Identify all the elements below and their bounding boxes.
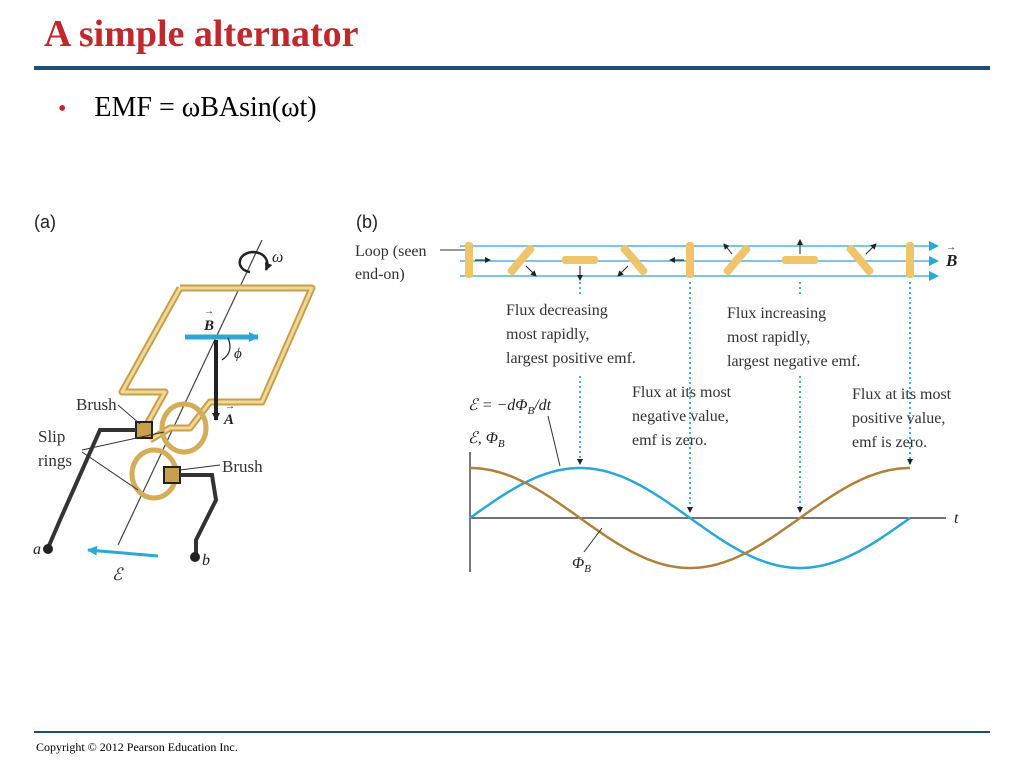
copyright-text: Copyright © 2012 Pearson Education Inc. bbox=[36, 740, 238, 754]
brush-top-leader bbox=[117, 404, 141, 425]
brush-bottom-icon bbox=[163, 466, 181, 484]
loop-pos-8 bbox=[846, 244, 874, 276]
y-axis-label: ℰ, ΦB bbox=[468, 430, 505, 450]
ann-flux-positive-3: emf is zero. bbox=[852, 434, 927, 451]
terminal-a-label: a bbox=[33, 541, 41, 558]
loop-label-line1: Loop (seen bbox=[355, 243, 427, 260]
omega-label: ω bbox=[272, 249, 283, 266]
panel-b-label: (b) bbox=[356, 212, 378, 232]
flux-series-line bbox=[470, 466, 910, 570]
slip-ring-top bbox=[159, 401, 209, 455]
b-field-arrow-icon: → bbox=[946, 242, 956, 253]
wire-b bbox=[180, 473, 219, 556]
wire-a bbox=[46, 428, 136, 549]
phi-leader bbox=[583, 527, 603, 553]
loop-pos-1 bbox=[465, 242, 473, 278]
bullet-item: • EMF = ωBAsin(ωt) bbox=[58, 92, 317, 124]
rotation-arrow-icon bbox=[238, 250, 273, 274]
slip-leader-1 bbox=[81, 431, 165, 451]
phi-angle-arc bbox=[221, 337, 231, 361]
emf-direction-arrow bbox=[87, 545, 159, 558]
ann-flux-decreasing-3: largest positive emf. bbox=[506, 350, 636, 367]
loop-label-line2: end-on) bbox=[355, 266, 405, 283]
bullet-dot-icon: • bbox=[58, 96, 67, 122]
loop-pos-6 bbox=[723, 244, 751, 276]
terminal-b-label: b bbox=[202, 552, 210, 569]
emf-equation: ℰ = −dΦB/dt bbox=[468, 397, 552, 417]
b-vector-arrow-icon: → bbox=[204, 306, 214, 317]
footer-divider bbox=[34, 731, 990, 733]
loop-positions bbox=[465, 242, 914, 278]
slip-leader-2 bbox=[81, 451, 139, 491]
ann-flux-negative-2: negative value, bbox=[632, 408, 729, 425]
ann-flux-decreasing-2: most rapidly, bbox=[506, 326, 589, 343]
panel-a: (a) ω B → A → ϕ a b ℰ bbox=[33, 212, 316, 584]
ann-flux-negative-3: emf is zero. bbox=[632, 432, 707, 449]
panel-a-label: (a) bbox=[34, 212, 56, 232]
b-field-label: B bbox=[945, 251, 957, 270]
ann-flux-positive-2: positive value, bbox=[852, 410, 945, 427]
ann-flux-negative-1: Flux at its most bbox=[632, 384, 732, 401]
slide-title: A simple alternator bbox=[44, 13, 359, 55]
brush-bottom-label: Brush bbox=[222, 457, 263, 476]
dotted-guides bbox=[577, 282, 913, 513]
ann-flux-positive-1: Flux at its most bbox=[852, 386, 952, 403]
brush-bottom-leader bbox=[179, 464, 221, 471]
x-axis-label: t bbox=[954, 510, 959, 527]
b-vector-label: B bbox=[203, 318, 214, 334]
title-divider bbox=[34, 66, 990, 70]
slip-label-line2: rings bbox=[38, 451, 72, 470]
terminal-b-icon bbox=[190, 552, 200, 562]
emf-formula: EMF = ωBAsin(ωt) bbox=[94, 92, 317, 123]
panel-b: (b) Loop (seen end-on) B → bbox=[355, 212, 959, 575]
phi-label: ϕ bbox=[234, 346, 242, 362]
emf-symbol-label: ℰ bbox=[112, 565, 124, 584]
phi-series-label: ΦB bbox=[572, 555, 591, 575]
loop-pos-5 bbox=[686, 242, 694, 278]
ann-flux-increasing-2: most rapidly, bbox=[727, 329, 810, 346]
coil-loop-inner bbox=[120, 286, 314, 442]
ann-flux-increasing-3: largest negative emf. bbox=[727, 353, 860, 370]
slip-label-line1: Slip bbox=[38, 427, 65, 446]
equation-leader bbox=[547, 415, 561, 467]
area-vector-arrows bbox=[475, 239, 877, 281]
loop-pos-9 bbox=[906, 242, 914, 278]
loop-pos-3 bbox=[562, 256, 598, 264]
ann-flux-decreasing-1: Flux decreasing bbox=[506, 302, 608, 319]
brush-top-label: Brush bbox=[76, 395, 117, 414]
loop-pos-4 bbox=[620, 244, 648, 276]
loop-pos-7 bbox=[782, 256, 818, 264]
ann-flux-increasing-1: Flux increasing bbox=[727, 305, 826, 322]
emf-series-line bbox=[469, 466, 911, 570]
a-vector-arrow-icon: → bbox=[225, 401, 235, 412]
loop-pos-2 bbox=[507, 244, 535, 276]
terminal-a-icon bbox=[43, 544, 53, 554]
a-vector-label: A bbox=[223, 412, 234, 428]
